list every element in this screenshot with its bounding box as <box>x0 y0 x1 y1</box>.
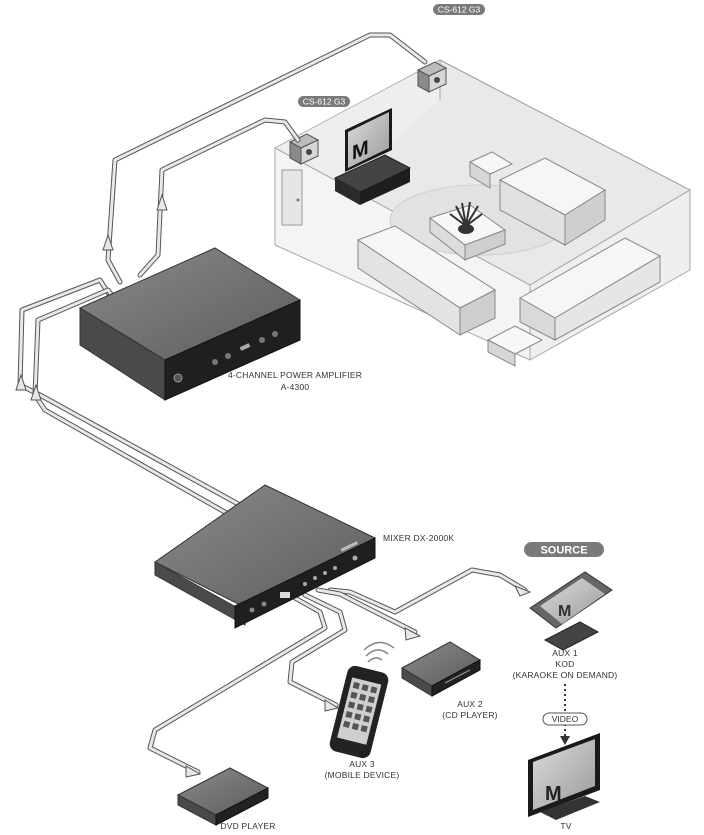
arrow-mobile <box>324 699 340 712</box>
aux3-label: AUX 3 (MOBILE DEVICE) <box>325 759 400 780</box>
svg-text:(KARAOKE ON DEMAND): (KARAOKE ON DEMAND) <box>513 670 618 680</box>
arrow-up-1 <box>102 233 114 251</box>
tv: M <box>528 733 600 820</box>
cable-cd-to-mixer <box>315 587 418 635</box>
wifi-waves-icon <box>363 641 395 663</box>
video-arrow <box>560 736 570 745</box>
svg-text:(CD PLAYER): (CD PLAYER) <box>442 710 497 720</box>
svg-text:CS-612 G3: CS-612 G3 <box>303 97 346 107</box>
svg-text:KOD: KOD <box>555 659 574 669</box>
svg-text:CS-612 G3: CS-612 G3 <box>438 5 481 15</box>
svg-text:A-4300: A-4300 <box>281 382 310 392</box>
svg-text:SOURCE: SOURCE <box>540 545 587 557</box>
cables <box>17 32 528 775</box>
arrow-up-4 <box>30 383 42 401</box>
cable-mixer-to-amp-b <box>32 287 233 518</box>
tv-label: TV <box>560 821 571 831</box>
svg-text:4-CHANNEL POWER AMPLIFIER: 4-CHANNEL POWER AMPLIFIER <box>228 370 362 380</box>
svg-text:M: M <box>545 783 562 805</box>
cable-amp-to-right-speaker <box>105 32 428 285</box>
video-badge: VIDEO <box>542 712 588 726</box>
mixer-dx-2000k <box>154 484 377 629</box>
speaker-right <box>416 61 448 93</box>
arrow-kod <box>513 585 532 597</box>
dvd-player <box>176 767 270 826</box>
cable-mixer-to-amp-a <box>17 277 243 508</box>
svg-text:AUX 2: AUX 2 <box>457 699 483 709</box>
speaker-left <box>288 133 320 165</box>
cd-player <box>400 641 482 697</box>
cable-mobile-to-mixer <box>287 592 348 708</box>
source-badge: SOURCE <box>524 542 604 557</box>
speaker-left-label: CS-612 G3 <box>298 96 350 107</box>
amplifier-label: 4-CHANNEL POWER AMPLIFIER A-4300 <box>228 370 362 392</box>
cable-dvd-to-mixer <box>147 595 328 775</box>
svg-text:M: M <box>558 603 571 620</box>
room: M <box>273 59 692 367</box>
dvd-label: DVD PLAYER <box>220 821 275 831</box>
svg-text:VIDEO: VIDEO <box>552 714 579 724</box>
cable-amp-to-left-speaker <box>137 117 301 278</box>
kod-tablet: M <box>529 571 613 651</box>
arrows <box>15 193 532 778</box>
svg-text:M: M <box>352 136 369 165</box>
power-amplifier <box>78 247 302 401</box>
cable-kod-to-mixer <box>327 567 528 615</box>
arrow-up-3 <box>15 373 27 391</box>
aux2-label: AUX 2 (CD PLAYER) <box>442 699 497 720</box>
mixer-label: MIXER DX-2000K <box>383 533 454 543</box>
svg-text:AUX 1: AUX 1 <box>552 648 578 658</box>
arrow-cd <box>404 627 422 641</box>
mobile-device <box>329 665 389 759</box>
svg-text:(MOBILE DEVICE): (MOBILE DEVICE) <box>325 770 400 780</box>
svg-text:AUX 3: AUX 3 <box>349 759 375 769</box>
aux1-label: AUX 1 KOD (KARAOKE ON DEMAND) <box>513 648 618 680</box>
speaker-right-label: CS-612 G3 <box>433 4 485 15</box>
arrow-dvd <box>185 765 202 778</box>
arrow-up-2 <box>156 193 168 211</box>
